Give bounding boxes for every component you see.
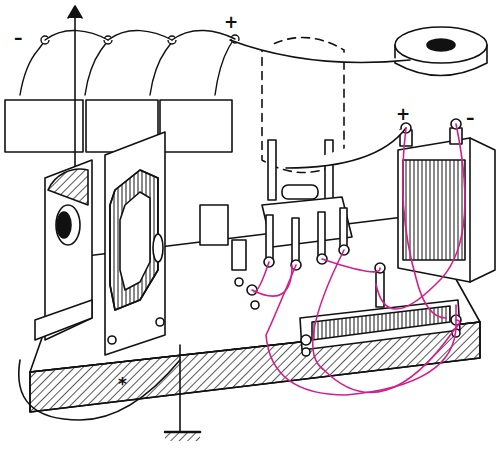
loop-coil	[105, 132, 165, 355]
polarity-sign: –	[14, 30, 23, 47]
headphone	[230, 27, 487, 76]
polarity-sign: +	[224, 14, 238, 31]
battery-block	[5, 30, 239, 152]
variable-condenser	[35, 160, 92, 340]
grid-condenser	[200, 205, 246, 286]
wiring	[252, 124, 465, 395]
b-battery	[286, 119, 495, 282]
polarity-sign: –	[466, 110, 475, 127]
note-mark: *	[118, 376, 127, 393]
ground-symbol	[19, 345, 200, 441]
polarity-sign: +	[396, 106, 410, 123]
vacuum-tube	[247, 38, 352, 310]
rheostat	[300, 263, 461, 356]
